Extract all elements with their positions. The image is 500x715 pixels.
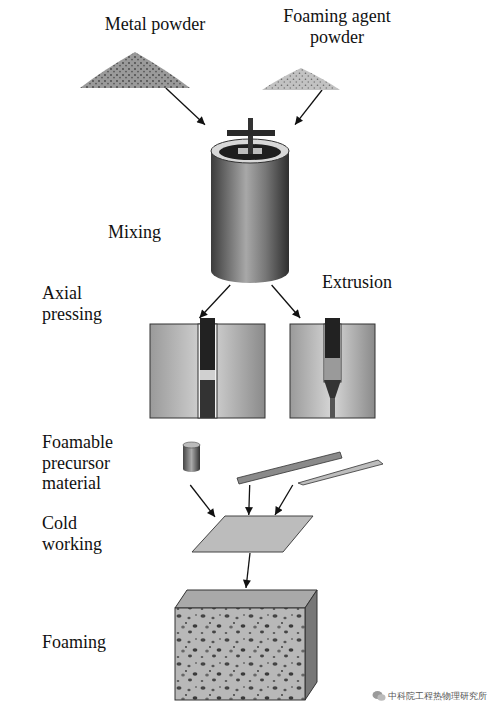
press-stage: Axial pressing: [150, 318, 265, 418]
stage-illustration: [80, 50, 190, 88]
extrusion-die: [324, 380, 341, 398]
tablet-bottom: [183, 466, 200, 472]
ram: [325, 318, 340, 358]
powder-pile-stage: Foaming agent powder: [262, 66, 340, 90]
flow-arrow: [295, 90, 322, 125]
stage-label: Foaming agent powder: [272, 6, 402, 47]
foam-side: [305, 590, 317, 700]
stage-illustration: [290, 318, 375, 418]
flow-arrow: [272, 285, 301, 318]
stage-illustration: [262, 66, 340, 90]
foam-front: [175, 608, 305, 700]
precursor-stage: Foamable precursor material: [180, 440, 385, 485]
lower-punch: [200, 380, 215, 418]
mixer-body: [211, 151, 289, 271]
rolled-sheet: [192, 516, 313, 552]
stage-label: Foaming: [42, 632, 106, 653]
stage-label: Mixing: [108, 222, 161, 243]
mixer-bottom: [211, 259, 289, 283]
extrusion-stage: Extrusion: [290, 318, 375, 418]
stage-illustration: [150, 318, 265, 418]
upper-punch: [200, 318, 215, 370]
watermark-text: 中科院工程热物理研究所: [388, 690, 487, 703]
wechat-icon: [372, 690, 386, 702]
billet: [325, 358, 340, 380]
powder-charge: [200, 370, 215, 380]
powder-pile: [262, 68, 340, 90]
stage-label: Extrusion: [322, 272, 392, 293]
tablet-top: [183, 442, 200, 448]
sheet-stage: Cold working: [190, 515, 315, 553]
flow-arrow: [246, 553, 250, 588]
flow-arrow: [199, 285, 230, 318]
foam-top: [175, 590, 317, 608]
flow-arrow: [190, 485, 215, 517]
flow-arrow: [275, 485, 293, 515]
foam-stage: Foaming: [175, 588, 317, 700]
powder-pile-stage: Metal powder: [80, 50, 190, 88]
flow-arrow: [166, 88, 205, 125]
mixer-handle: [227, 130, 275, 136]
powder-pile: [80, 52, 190, 88]
stage-illustration: [190, 515, 315, 553]
extrudate: [330, 398, 335, 418]
flow-arrow: [248, 485, 250, 515]
stage-illustration: [205, 118, 295, 285]
stage-label: Metal powder: [95, 14, 215, 35]
stage-illustration: [175, 588, 317, 700]
precursor-strip: [298, 460, 383, 485]
stage-label: Foamable precursor material: [42, 432, 130, 494]
stage-illustration: [180, 440, 385, 485]
stage-label: Axial pressing: [42, 283, 130, 324]
precursor-tablet: [183, 445, 200, 469]
stage-label: Cold working: [42, 513, 130, 554]
mixer-stage: Mixing: [205, 118, 295, 285]
